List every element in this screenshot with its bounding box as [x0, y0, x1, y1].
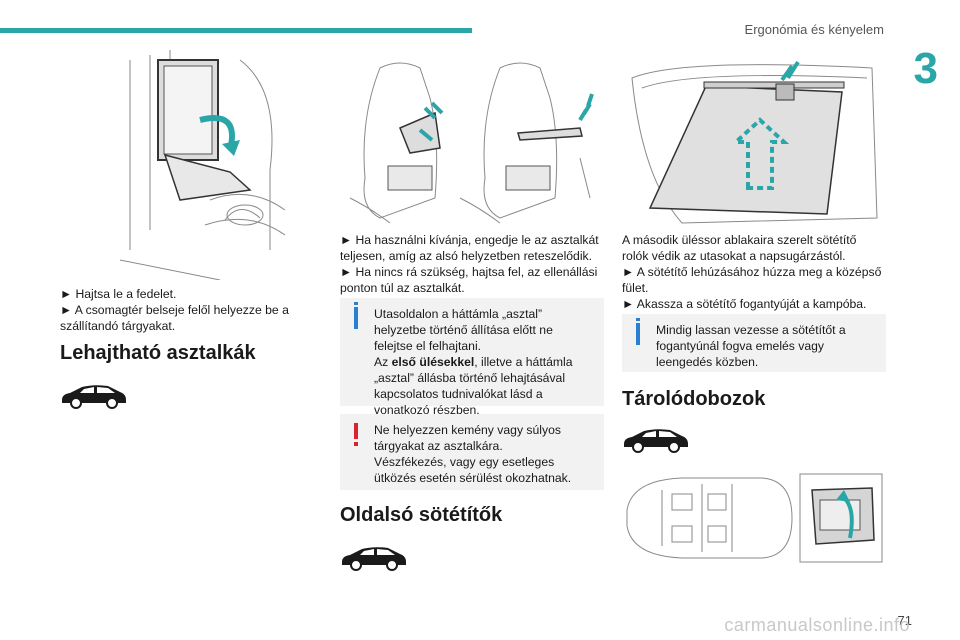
- chapter-number: 3: [913, 44, 938, 93]
- heading-side-sunblinds: Oldalsó sötétítők: [340, 504, 503, 526]
- info-note-sunblind: Mindig lassan vezesse a sötétítőt a foga…: [622, 314, 886, 372]
- section-title: Ergonómia és kényelem: [744, 22, 884, 37]
- car-silhouette-icon: [62, 385, 126, 409]
- step-hook-handle: ► Akassza a sötétítő fogantyúját a kampó…: [622, 297, 867, 311]
- step-lower-table: ► Ha használni kívánja, engedje le az as…: [340, 233, 599, 263]
- page-number: 71: [897, 613, 912, 628]
- step-fold-lid: ► Hajtsa le a fedelet.: [60, 287, 177, 301]
- window-sunblind-illustration: [631, 60, 878, 224]
- warning-icon: [354, 423, 358, 446]
- storage-boxes-topview-illustration: [626, 473, 883, 563]
- heading-storage-boxes: Tárolódobozok: [622, 388, 766, 410]
- seatback-table-illustration: [349, 62, 594, 224]
- car-silhouette-icon: [624, 429, 688, 453]
- heading-folding-tables: Lehajtható asztalkák: [60, 342, 256, 364]
- header-accent-bar: [0, 28, 472, 33]
- info-icon: [636, 318, 640, 345]
- sunblind-description: A második üléssor ablakaira szerelt söté…: [622, 233, 857, 263]
- warning-note-table: Ne helyezzen kemény vagy súlyos tárgyaka…: [340, 414, 604, 490]
- step-insert-items: ► A csomagtér belseje felől helyezze be …: [60, 303, 289, 333]
- step-raise-table: ► Ha nincs rá szükség, hajtsa fel, az el…: [340, 265, 598, 295]
- car-silhouette-icon: [342, 547, 406, 571]
- info-icon: [354, 302, 358, 329]
- info-note-seatback: Utasoldalon a háttámla „asztal” helyzetb…: [340, 298, 604, 417]
- trunk-compartment-illustration: [119, 50, 286, 280]
- watermark: carmanualsonline.info: [724, 615, 910, 635]
- step-pull-tab: ► A sötétítő lehúzásához húzza meg a köz…: [622, 265, 882, 295]
